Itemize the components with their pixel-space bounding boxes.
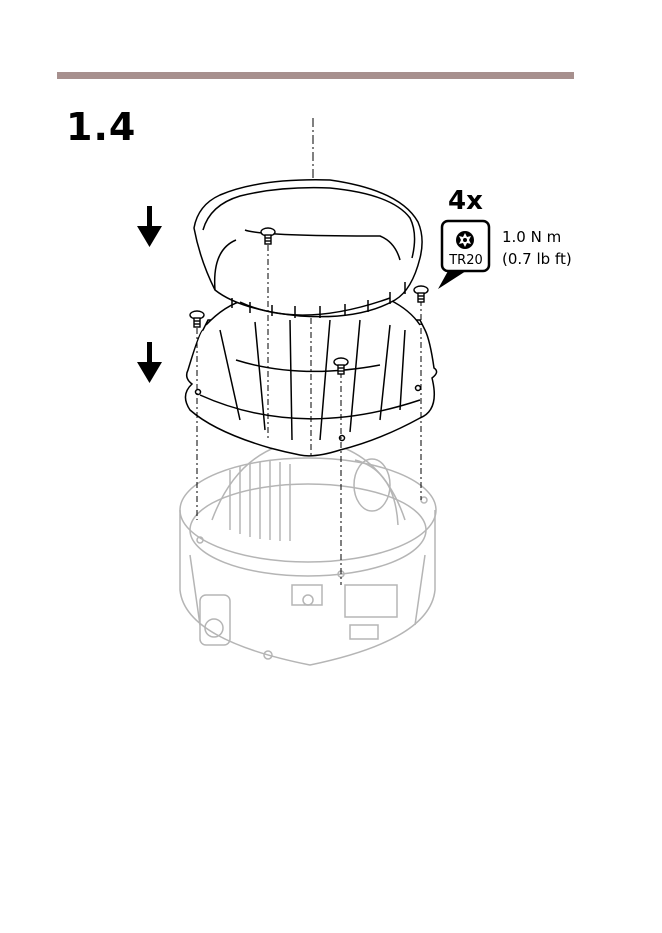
torque-value: 1.0 N m (0.7 lb ft) bbox=[502, 226, 572, 270]
down-arrow-icon bbox=[137, 342, 162, 383]
bit-size-label: TR20 bbox=[446, 254, 486, 267]
screw bbox=[414, 286, 428, 302]
torque-metric: 1.0 N m bbox=[502, 226, 572, 248]
down-arrow-icon bbox=[137, 206, 162, 247]
torque-imperial: (0.7 lb ft) bbox=[502, 248, 572, 270]
screw bbox=[190, 311, 204, 327]
screw-count: 4x bbox=[448, 188, 483, 214]
camera-base bbox=[180, 440, 436, 665]
top-ring bbox=[194, 180, 422, 318]
